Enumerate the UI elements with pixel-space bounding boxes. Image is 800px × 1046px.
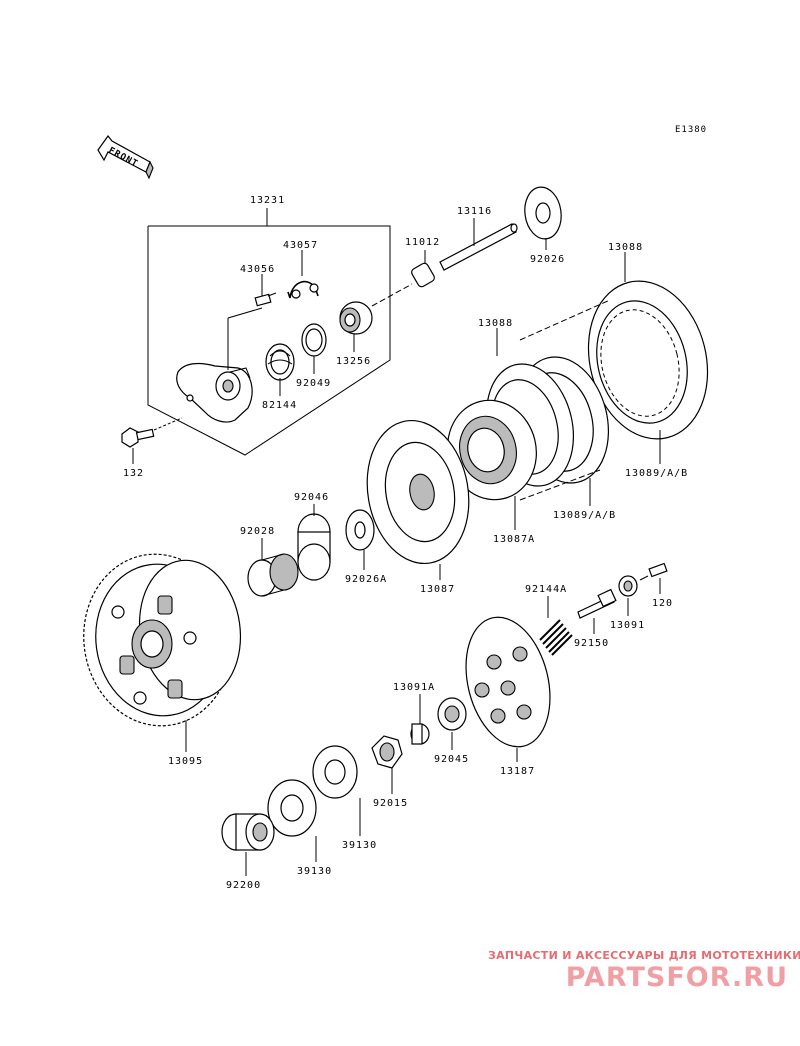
nut-92015-icon (371, 735, 403, 769)
clutch-housing-13095-icon (83, 553, 242, 727)
label-92150: 92150 (574, 638, 609, 649)
label-92046: 92046 (294, 492, 329, 503)
spring-washer-39130-right-icon (312, 745, 358, 799)
spring-plate-13187-icon (465, 616, 551, 748)
label-13116: 13116 (457, 206, 492, 217)
washer-92026-icon (524, 186, 562, 240)
front-arrow-icon: FRONT (97, 135, 154, 180)
label-13231: 13231 (250, 195, 285, 206)
label-13091: 13091 (610, 620, 645, 631)
part-labels: 13231 43057 43056 82144 92049 13256 132 … (123, 195, 688, 891)
pressure-plate-13087-icon (366, 419, 470, 565)
holder-13091-icon (618, 575, 638, 597)
push-rod-13116-icon (439, 223, 518, 271)
label-92026: 92026 (530, 254, 565, 265)
label-11012: 11012 (405, 237, 440, 248)
release-lever-housing-icon (176, 362, 253, 423)
label-13088-lower: 13088 (478, 318, 513, 329)
label-13087: 13087 (420, 584, 455, 595)
friction-plate-13088-right-icon (587, 280, 709, 440)
pin-13091A-icon (410, 723, 430, 745)
label-92144A: 92144A (525, 584, 567, 595)
spring-clip-43057-icon (287, 280, 319, 299)
spring-92144A-icon (539, 619, 573, 656)
label-13187: 13187 (500, 766, 535, 777)
label-132: 132 (123, 468, 144, 479)
label-43056: 43056 (240, 264, 275, 275)
bolt-132-icon (121, 427, 155, 448)
label-39130-left: 39130 (297, 866, 332, 877)
oil-seal-82144-icon (265, 343, 295, 381)
label-13089-right: 13089/A/B (625, 468, 688, 479)
label-92028: 92028 (240, 526, 275, 537)
bushing-92028-icon (247, 553, 299, 597)
label-13089-lower: 13089/A/B (553, 510, 616, 521)
bleeder-valve-43056-icon (254, 292, 277, 307)
bearing-13256-icon (339, 301, 373, 335)
label-13088-upper: 13088 (608, 242, 643, 253)
label-43057: 43057 (283, 240, 318, 251)
o-ring-92049-icon (301, 323, 327, 357)
label-82144: 82144 (262, 400, 297, 411)
needle-bearing-92200-icon (221, 813, 275, 851)
diagram-code: E1380 (675, 125, 707, 135)
label-92049: 92049 (296, 378, 331, 389)
label-120: 120 (652, 598, 673, 609)
label-13256: 13256 (336, 356, 371, 367)
spring-washer-39130-left-icon (267, 779, 317, 837)
bearing-92045-icon (437, 697, 467, 731)
label-13091A: 13091A (393, 682, 435, 693)
label-92015: 92015 (373, 798, 408, 809)
label-13087A: 13087A (493, 534, 535, 545)
label-92045: 92045 (434, 754, 469, 765)
sleeve-92046-icon (297, 513, 331, 581)
label-39130-right: 39130 (342, 840, 377, 851)
bolt-120-icon (639, 562, 668, 581)
label-13095: 13095 (168, 756, 203, 767)
collar-11012-icon (411, 262, 435, 288)
bolt-92150-icon (577, 588, 617, 619)
watermark-logo[interactable]: PARTSFOR.RU (565, 962, 788, 993)
leader-lines (132, 218, 661, 876)
watermark-tagline: ЗАПЧАСТИ И АКСЕССУАРЫ ДЛЯ МОТОТЕХНИКИ (488, 949, 800, 962)
washer-92026A-icon (345, 509, 375, 551)
label-92026A: 92026A (345, 574, 387, 585)
label-92200: 92200 (226, 880, 261, 891)
clutch-hub-13087A-icon (447, 399, 537, 501)
assembly-bracket (147, 208, 391, 456)
